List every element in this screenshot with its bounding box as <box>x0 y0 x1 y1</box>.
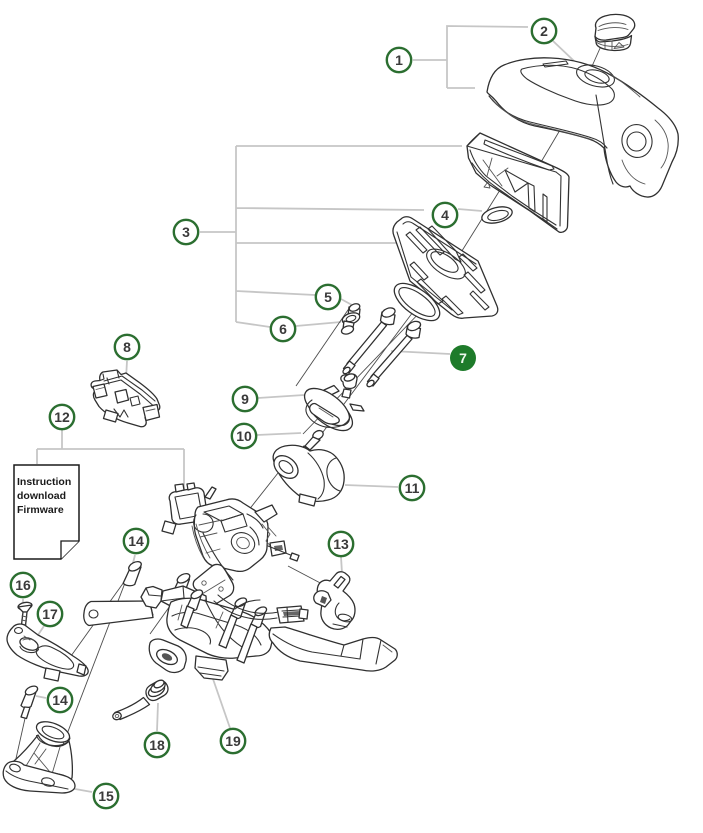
svg-text:9: 9 <box>241 391 249 407</box>
svg-text:10: 10 <box>236 428 252 444</box>
svg-text:14: 14 <box>128 533 144 549</box>
svg-text:8: 8 <box>123 339 131 355</box>
svg-text:18: 18 <box>149 737 165 753</box>
svg-text:2: 2 <box>540 23 548 39</box>
svg-text:13: 13 <box>333 536 349 552</box>
svg-text:11: 11 <box>405 480 420 496</box>
svg-text:12: 12 <box>54 409 70 425</box>
svg-text:16: 16 <box>15 577 31 593</box>
svg-text:5: 5 <box>324 289 332 305</box>
svg-text:3: 3 <box>182 224 190 240</box>
svg-text:19: 19 <box>225 733 241 749</box>
svg-text:6: 6 <box>279 321 287 337</box>
svg-text:14: 14 <box>52 692 68 708</box>
svg-text:Instruction: Instruction <box>17 476 71 488</box>
svg-text:4: 4 <box>441 207 449 223</box>
svg-text:17: 17 <box>42 606 58 622</box>
svg-text:15: 15 <box>98 788 114 804</box>
svg-text:download: download <box>17 490 66 502</box>
svg-text:7: 7 <box>459 350 467 366</box>
svg-text:Firmware: Firmware <box>17 504 64 516</box>
svg-text:1: 1 <box>395 52 403 68</box>
